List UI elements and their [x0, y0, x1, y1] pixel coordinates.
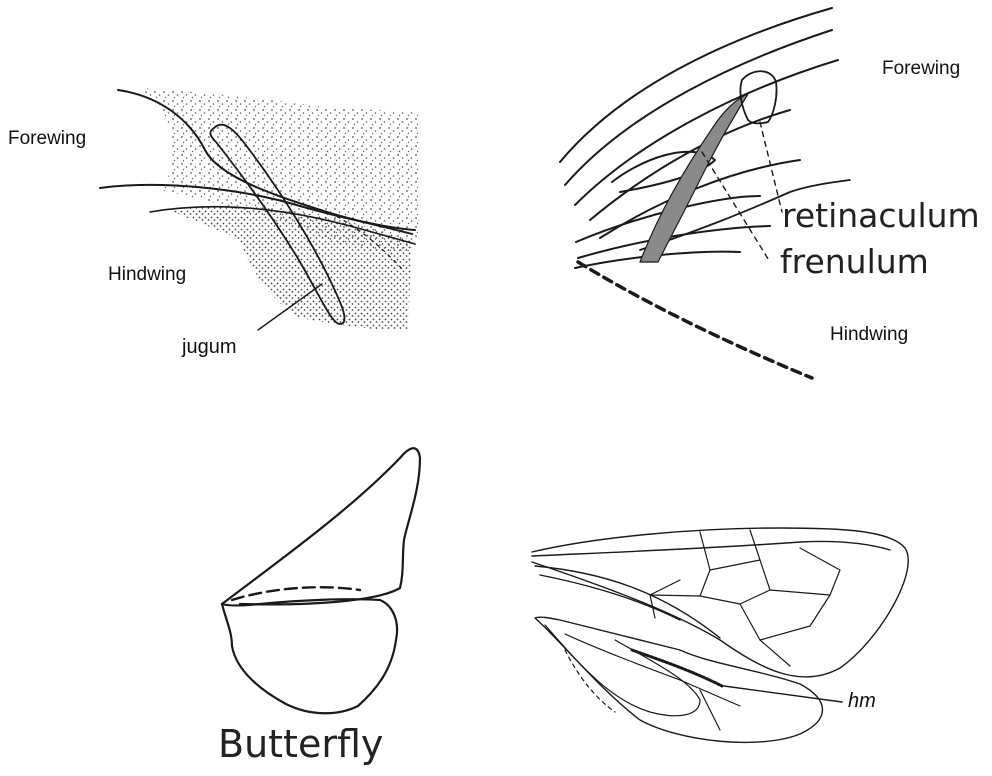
hindwing-dashed-edge [578, 262, 812, 378]
hamuli-leader-line [724, 686, 842, 702]
bee-forewing-outline [532, 528, 908, 677]
jugum-forewing-label: Forewing [8, 128, 86, 150]
jugum-hindwing-label: Hindwing [108, 264, 186, 286]
butterfly-forewing [222, 448, 420, 604]
butterfly-hindwing [222, 599, 397, 713]
frenulum-forewing-label: Forewing [882, 58, 960, 80]
frenulum-diagram [560, 8, 850, 378]
hamuli-part-label: hm [848, 690, 876, 713]
retinaculum-label: retinaculum [782, 196, 980, 235]
frenulum-hindwing-label: Hindwing [830, 324, 908, 346]
butterfly-caption: Butterfly [218, 722, 383, 766]
jugum-part-label: jugum [182, 336, 236, 359]
frenulum-label: frenulum [780, 242, 929, 281]
hamuli-row [632, 650, 722, 686]
butterfly-diagram [222, 448, 420, 713]
jugum-diagram [100, 88, 418, 330]
butterfly-forewing-hidden-edge [232, 587, 360, 600]
